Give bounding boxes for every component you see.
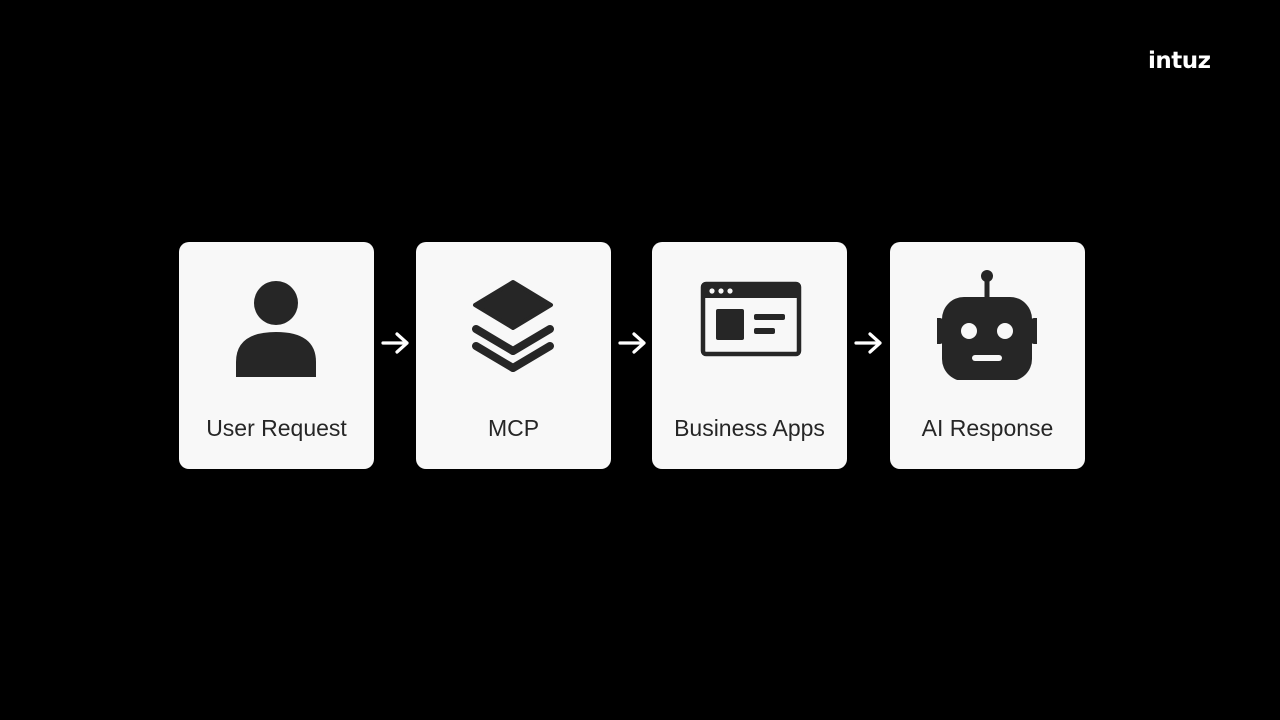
step-card-business-apps: Business Apps (652, 242, 847, 469)
brand-logo: intuz (1148, 48, 1211, 74)
step-label: Business Apps (674, 415, 825, 441)
step-card-ai-response: AI Response (890, 242, 1085, 469)
step-label: MCP (487, 415, 540, 441)
step-card-mcp: MCP (416, 242, 611, 469)
layers-icon (472, 280, 554, 372)
user-icon (236, 281, 316, 377)
arrow-right-icon (618, 332, 646, 354)
arrow-right-icon (381, 332, 409, 354)
robot-icon (937, 270, 1037, 380)
step-label: User Request (206, 415, 347, 441)
step-label: AI Response (921, 415, 1054, 441)
step-card-user-request: User Request (179, 242, 374, 469)
arrow-right-icon (854, 332, 882, 354)
app-window-icon (700, 281, 802, 357)
